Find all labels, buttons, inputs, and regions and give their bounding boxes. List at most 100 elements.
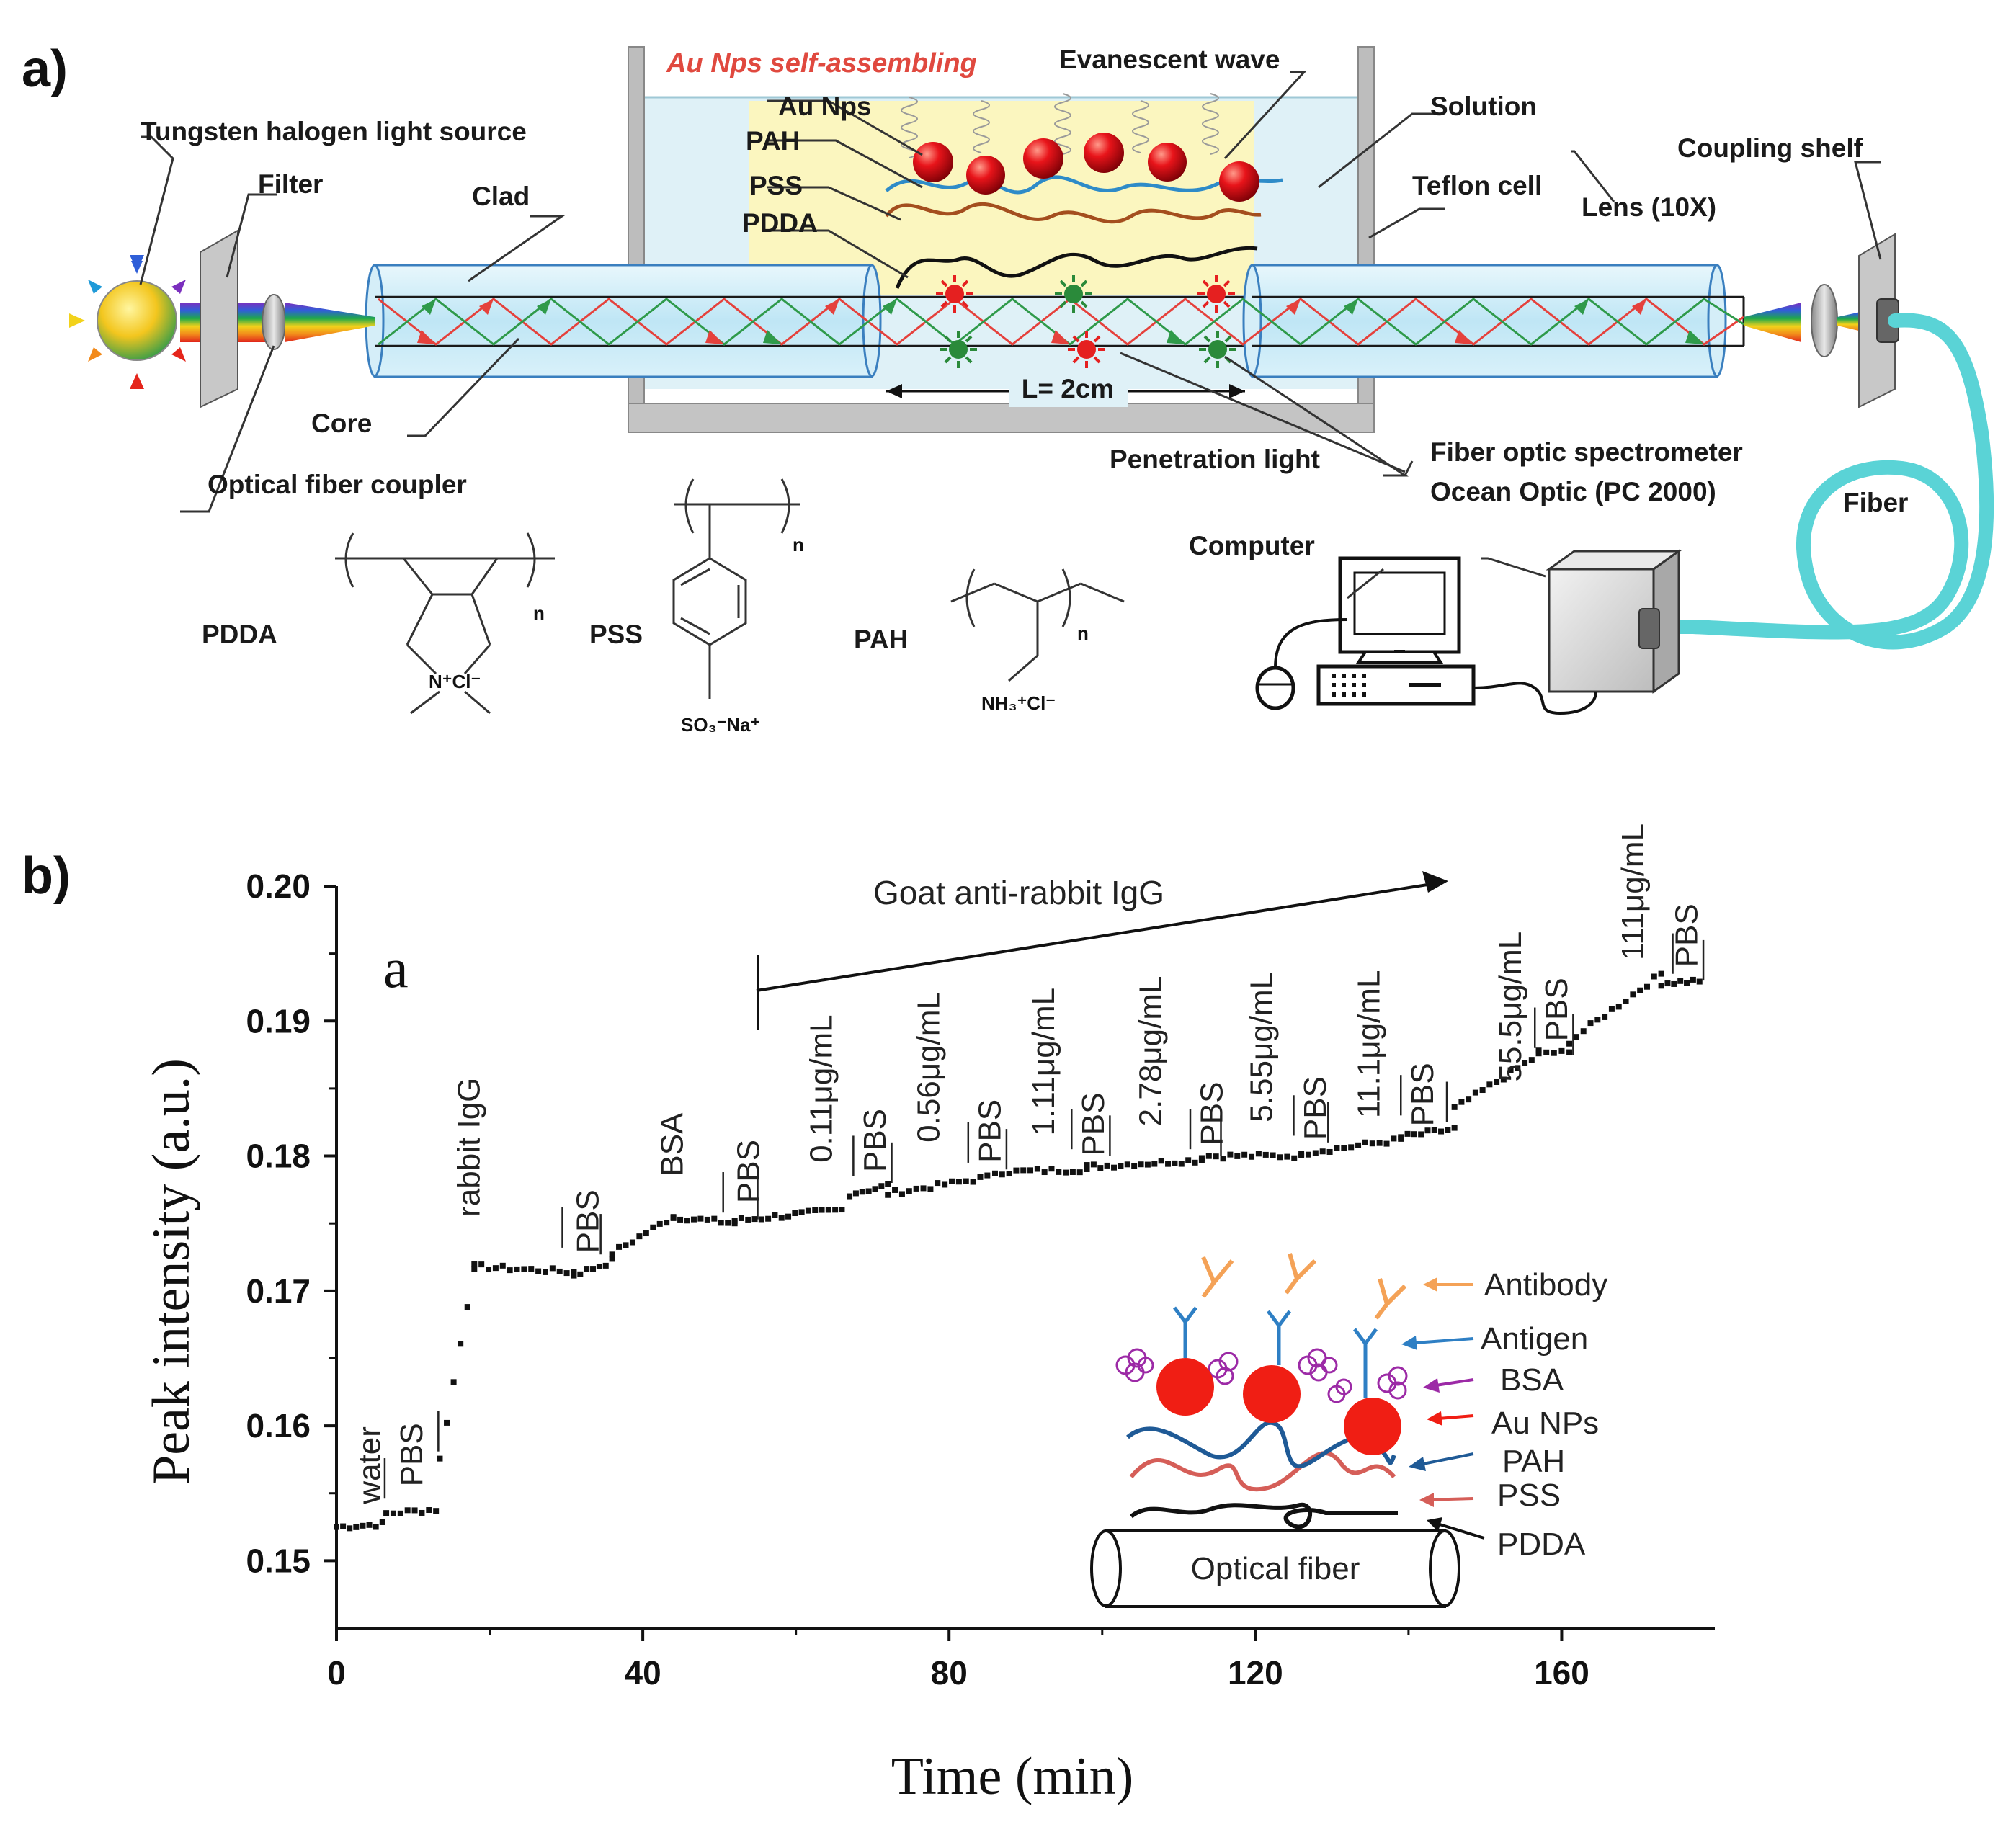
data-point bbox=[865, 1188, 872, 1194]
data-point bbox=[404, 1507, 411, 1514]
data-point bbox=[1690, 976, 1696, 983]
data-point bbox=[1573, 1034, 1579, 1040]
data-point bbox=[340, 1523, 347, 1529]
data-point bbox=[1664, 980, 1671, 987]
data-point bbox=[1696, 978, 1703, 985]
pss-layer bbox=[885, 202, 1262, 224]
data-point bbox=[825, 1207, 831, 1213]
pah-n-subscript: n bbox=[1077, 622, 1089, 644]
annotation-label: PBS bbox=[570, 1189, 605, 1253]
annotation-label: 0.56μg/mL bbox=[911, 992, 946, 1143]
data-point bbox=[772, 1212, 778, 1218]
data-point bbox=[1326, 1148, 1333, 1155]
pdda-layer bbox=[895, 246, 1258, 289]
data-point bbox=[1472, 1089, 1478, 1096]
label-penetration-light: Penetration light bbox=[1110, 445, 1320, 474]
annotation-label: PBS bbox=[1298, 1076, 1333, 1140]
data-point bbox=[1144, 1161, 1151, 1168]
pss-ion-label: SO₃⁻Na⁺ bbox=[681, 714, 760, 736]
data-point bbox=[1027, 1167, 1034, 1174]
data-point bbox=[1178, 1161, 1185, 1167]
data-point bbox=[373, 1524, 379, 1530]
data-point bbox=[571, 1272, 577, 1279]
x-axis-title: Time (min) bbox=[891, 1747, 1133, 1806]
data-point bbox=[898, 1191, 905, 1197]
lens-icon bbox=[1811, 284, 1838, 357]
x-tick-label: 160 bbox=[1534, 1654, 1589, 1692]
antibody-trend-arrow bbox=[756, 871, 1448, 1030]
inset-bsa-clusters bbox=[1115, 1348, 1408, 1403]
inset-au-nps bbox=[1156, 1358, 1401, 1455]
data-point bbox=[1048, 1166, 1055, 1172]
label-light-source: Tungsten halogen light source bbox=[141, 117, 527, 146]
data-point bbox=[664, 1220, 670, 1226]
data-point bbox=[963, 1178, 969, 1184]
data-point bbox=[690, 1216, 697, 1223]
annotation-label: water bbox=[352, 1426, 388, 1505]
annotation-label: PBS bbox=[731, 1140, 767, 1203]
data-point bbox=[1241, 1151, 1248, 1158]
data-point bbox=[697, 1215, 704, 1222]
inset-label-pss: PSS bbox=[1497, 1478, 1561, 1513]
data-point bbox=[1348, 1144, 1355, 1151]
data-point bbox=[1041, 1169, 1048, 1176]
data-point bbox=[1671, 980, 1677, 987]
label-evanescent-wave: Evanescent wave bbox=[1059, 45, 1280, 74]
data-point bbox=[1118, 1163, 1124, 1169]
data-point bbox=[563, 1270, 570, 1277]
data-point bbox=[542, 1269, 548, 1275]
data-point bbox=[1608, 1006, 1615, 1012]
pss-n-subscript: n bbox=[793, 534, 804, 555]
data-point bbox=[1104, 1162, 1110, 1169]
label-lens: Lens (10X) bbox=[1582, 192, 1716, 222]
label-clad: Clad bbox=[472, 182, 530, 211]
data-point bbox=[1431, 1127, 1437, 1133]
data-point bbox=[704, 1216, 710, 1223]
data-point bbox=[390, 1510, 396, 1516]
data-point bbox=[1305, 1151, 1311, 1158]
data-point bbox=[731, 1218, 738, 1224]
computer-icon bbox=[1255, 556, 1597, 715]
data-point bbox=[677, 1216, 684, 1223]
data-point bbox=[892, 1187, 898, 1193]
data-point bbox=[535, 1268, 542, 1274]
au-nanoparticles bbox=[913, 133, 1259, 202]
data-point bbox=[1090, 1161, 1097, 1168]
data-point bbox=[556, 1268, 563, 1274]
y-tick-label: 0.20 bbox=[246, 867, 311, 905]
data-point bbox=[1479, 1087, 1486, 1094]
inset-label-pah: PAH bbox=[1502, 1444, 1565, 1479]
data-point bbox=[684, 1218, 690, 1224]
data-point bbox=[942, 1181, 948, 1188]
data-point bbox=[725, 1220, 731, 1226]
inset-optical-fiber bbox=[1090, 1529, 1460, 1608]
inset-antibodies bbox=[1201, 1253, 1407, 1320]
inset-label-au-nps: Au NPs bbox=[1491, 1406, 1599, 1441]
label-au-nps: Au Nps bbox=[778, 91, 872, 121]
data-point bbox=[832, 1207, 839, 1213]
data-point bbox=[1158, 1158, 1164, 1164]
data-point bbox=[1255, 1151, 1262, 1157]
data-point bbox=[1438, 1128, 1445, 1135]
data-point bbox=[1445, 1127, 1451, 1133]
annotation-label: 55.5μg/mL bbox=[1493, 932, 1528, 1082]
data-point bbox=[1500, 1076, 1507, 1083]
data-point bbox=[819, 1207, 825, 1213]
data-point bbox=[1355, 1142, 1362, 1148]
data-point bbox=[1486, 1081, 1493, 1088]
data-point bbox=[471, 1261, 478, 1267]
data-point bbox=[785, 1213, 792, 1220]
x-tick-label: 120 bbox=[1228, 1654, 1283, 1692]
data-point bbox=[878, 1183, 885, 1189]
data-point bbox=[1076, 1169, 1083, 1176]
spectrometer-icon bbox=[1546, 549, 1682, 694]
data-point bbox=[1543, 1049, 1550, 1055]
data-point bbox=[1383, 1140, 1390, 1147]
data-point bbox=[949, 1178, 955, 1184]
data-point bbox=[1006, 1171, 1012, 1177]
light-source-icon bbox=[69, 255, 205, 389]
data-point bbox=[1494, 1078, 1500, 1085]
data-point bbox=[571, 1269, 577, 1275]
